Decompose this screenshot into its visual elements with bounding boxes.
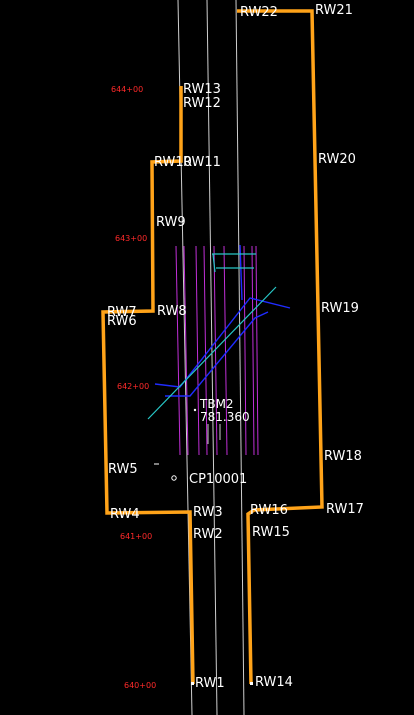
utility-line-cyan-vert — [212, 253, 216, 273]
utility-lines-cyan — [147, 253, 277, 420]
utility-line — [255, 245, 259, 456]
utility-lines-magenta — [175, 245, 259, 456]
centerline-right — [235, 0, 245, 715]
utility-line-cyan-diagonal — [147, 286, 277, 420]
rw21-label: RW21 — [315, 3, 353, 18]
station-640-label: 640+00 — [124, 681, 156, 690]
benchmark-name: TBM2 — [199, 397, 234, 411]
station-641-label: 641+00 — [120, 532, 152, 541]
utility-line — [195, 245, 200, 456]
benchmark-elevation: 781.360 — [200, 410, 250, 424]
rw7-label: RW7 — [107, 305, 137, 320]
rw3-label: RW3 — [193, 505, 223, 520]
utility-line — [243, 245, 247, 456]
rw4-label: RW4 — [110, 507, 140, 522]
rw16-label: RW16 — [250, 503, 288, 518]
right-of-way-boundary — [101, 9, 324, 685]
benchmark-marker — [193, 408, 197, 412]
vertex-marker — [250, 682, 253, 685]
utility-line — [203, 245, 208, 456]
station-642-label: 642+00 — [117, 382, 149, 391]
utility-line-blue-upper — [154, 297, 291, 388]
benchmark-tbm2: TBM2 781.360 — [193, 397, 250, 444]
rw18-label: RW18 — [324, 449, 362, 464]
centerline-middle — [206, 0, 218, 715]
control-point-marker — [171, 475, 177, 481]
rw11-label: RW11 — [183, 155, 221, 170]
rw13-label: RW13 — [183, 82, 221, 97]
utility-line — [183, 245, 189, 456]
control-point: CP10001 — [154, 463, 247, 487]
utility-line — [175, 245, 181, 456]
station-643-label: 643+00 — [115, 234, 147, 243]
rw19-label: RW19 — [321, 301, 359, 316]
rw9-label: RW9 — [156, 215, 186, 230]
row-point-labels: RW1 RW14 RW2 RW15 RW3 RW4 RW16 RW17 RW5 … — [107, 3, 364, 691]
rw12-label: RW12 — [183, 96, 221, 111]
rw10-label: RW10 — [154, 155, 192, 170]
utility-line — [213, 245, 218, 456]
utility-line-blue-lower — [165, 311, 269, 397]
rw8-label: RW8 — [157, 304, 187, 319]
station-labels: 644+00 643+00 642+00 641+00 640+00 — [111, 85, 156, 690]
row-vertices — [191, 682, 253, 685]
utility-line-blue-stub — [239, 244, 243, 301]
control-point-label: CP10001 — [189, 472, 247, 487]
rw5-label: RW5 — [108, 462, 138, 477]
rw2-label: RW2 — [193, 527, 223, 542]
row-line-left — [101, 86, 195, 685]
rw22-label: RW22 — [240, 5, 278, 20]
rw17-label: RW17 — [326, 502, 364, 517]
row-line-right — [237, 9, 324, 685]
utility-line — [251, 245, 255, 456]
rw6-label: RW6 — [107, 314, 137, 329]
vertex-marker — [191, 682, 194, 685]
rw14-label: RW14 — [255, 675, 293, 690]
rw1-label: RW1 — [195, 676, 225, 691]
utility-line — [223, 245, 228, 456]
rw20-label: RW20 — [318, 152, 356, 167]
rw15-label: RW15 — [252, 525, 290, 540]
station-644-label: 644+00 — [111, 85, 143, 94]
